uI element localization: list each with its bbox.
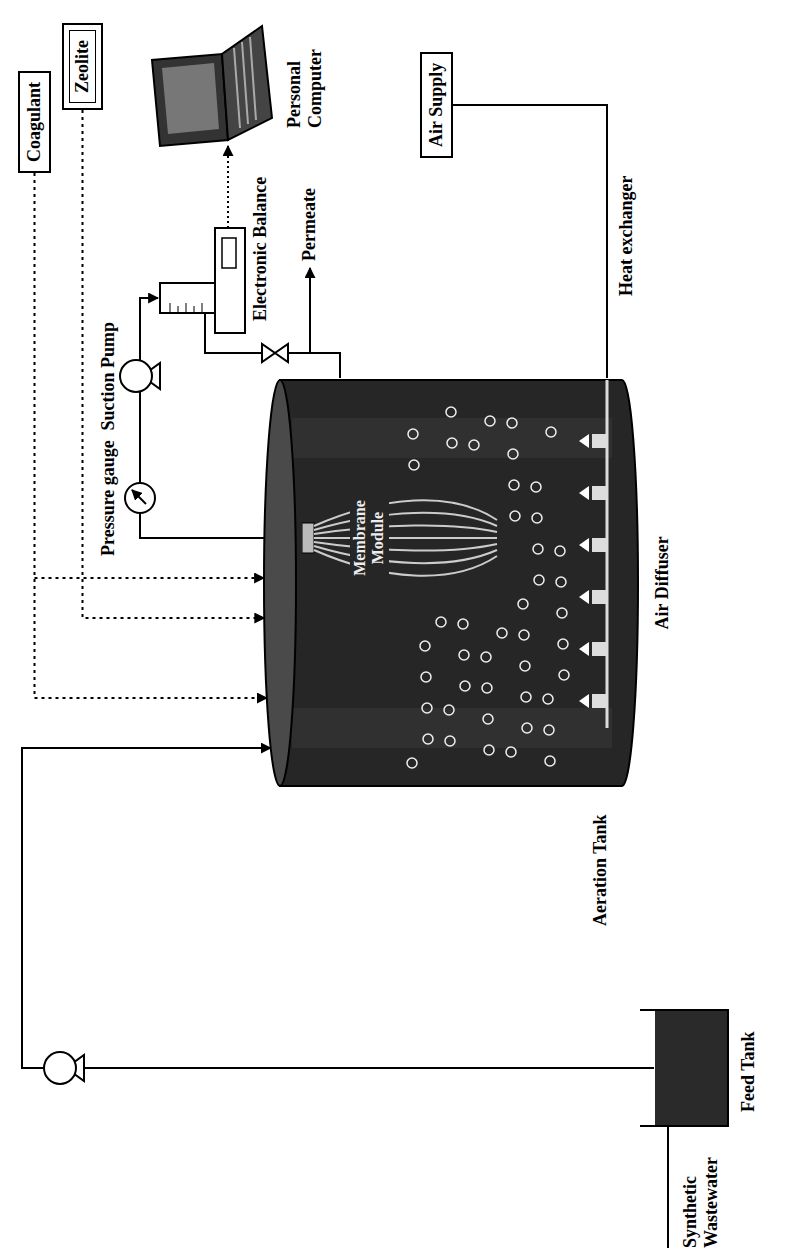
part-label: Synthetic Wastewater bbox=[680, 1134, 721, 1250]
electronic-balance bbox=[215, 228, 245, 333]
pump-symbol bbox=[120, 360, 152, 392]
outlet-pipe bbox=[205, 313, 340, 378]
connector-stroke bbox=[22, 748, 654, 1068]
air-supply-box: Air Supply bbox=[420, 52, 453, 158]
aeration-tank: Aeration TankMembrane Module bbox=[262, 378, 640, 788]
part-label: Heat exchanger bbox=[616, 174, 637, 298]
gauge-needle bbox=[132, 490, 146, 504]
node-label: Air Supply bbox=[426, 63, 446, 147]
feed-tank: Feed Tank bbox=[640, 1008, 730, 1128]
connector-stroke bbox=[35, 173, 267, 698]
pump-symbol bbox=[44, 1052, 76, 1084]
node-label: Zeolite bbox=[69, 30, 96, 103]
valve-symbol bbox=[262, 344, 275, 362]
membrane-module: Membrane Module bbox=[302, 488, 502, 588]
chemical-box: Zeolite bbox=[62, 23, 103, 110]
part-label: Permeate bbox=[299, 186, 320, 263]
data-link bbox=[227, 146, 229, 228]
balance-display bbox=[222, 238, 236, 268]
part-label: Personal Computer bbox=[284, 16, 325, 130]
part-label: Electronic Balance bbox=[250, 175, 271, 323]
feed-tank-drawing bbox=[640, 1008, 730, 1128]
valve-symbol bbox=[275, 344, 288, 362]
connector-stroke bbox=[453, 105, 607, 378]
process-connector bbox=[83, 110, 265, 618]
tank-drawing bbox=[262, 378, 640, 788]
pressure-gauge-symbol bbox=[125, 483, 155, 513]
process-connector bbox=[35, 173, 267, 698]
graduated-cylinder bbox=[160, 283, 215, 313]
connector-stroke bbox=[83, 110, 265, 618]
part-label: Pressure gauge bbox=[98, 438, 119, 558]
computer-icon bbox=[152, 26, 272, 146]
part-label: Air Diffuser bbox=[652, 534, 673, 631]
node-label: Membrane Module bbox=[350, 488, 389, 588]
permeate-arrow bbox=[309, 268, 311, 353]
node-label: Coagulant bbox=[24, 82, 44, 162]
process-connector bbox=[22, 748, 654, 1084]
inlet-arrow bbox=[667, 1108, 669, 1248]
chemical-box: Coagulant bbox=[18, 71, 51, 173]
process-connector bbox=[453, 105, 607, 378]
cylinder-ticks bbox=[170, 303, 202, 313]
connector-stroke bbox=[35, 577, 265, 579]
fiber-bundle bbox=[302, 488, 502, 588]
part-label: Suction Pump bbox=[98, 320, 119, 433]
node-label: Aeration Tank bbox=[590, 812, 611, 928]
node-label: Feed Tank bbox=[738, 1029, 759, 1114]
